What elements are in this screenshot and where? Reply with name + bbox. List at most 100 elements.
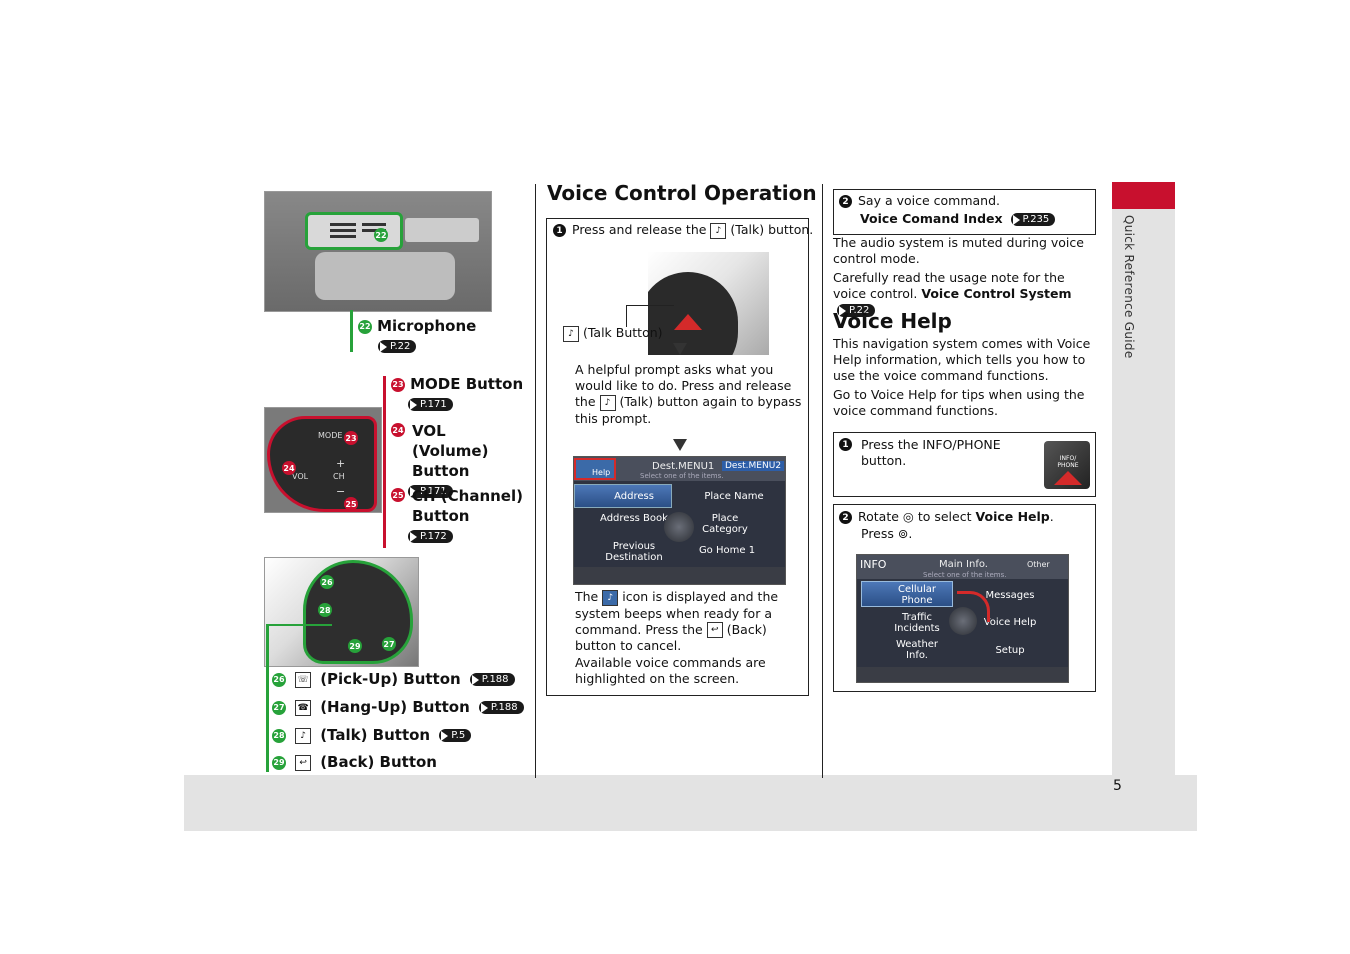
muted-text: The audio system is muted during voice c…: [833, 235, 1084, 266]
address-book-label: Address Book: [600, 513, 668, 524]
page-ref-link[interactable]: P.5: [439, 729, 472, 742]
mode-label: MODE: [318, 431, 343, 440]
callout-badge: 24: [282, 461, 296, 475]
place-category-label: Place Category: [702, 513, 748, 535]
callout-badge: 22: [374, 228, 388, 242]
screen-subtitle: Select one of the items.: [923, 571, 1007, 579]
item-label: Microphone: [377, 317, 477, 335]
screen-header: [857, 555, 1068, 579]
talk-callout: ♪ (Talk Button): [563, 325, 663, 342]
mic-grille: [362, 223, 386, 226]
callout-line: [626, 305, 674, 306]
item-back: 29 ↩ (Back) Button: [272, 752, 437, 772]
tab-main-info: Main Info.: [939, 559, 988, 570]
steering-left-photo: MODE VOL CH + − 23 24 25: [264, 407, 382, 513]
vol-label: VOL: [292, 472, 309, 481]
page-ref-link[interactable]: P.171: [408, 398, 453, 411]
callout-line: [626, 305, 627, 327]
mic-grille: [330, 229, 356, 232]
footer-band: [184, 775, 1197, 831]
item-microphone: 22 Microphone P.22: [358, 316, 476, 355]
callout-badge: 25: [344, 497, 358, 511]
item-talk: 28 ♪ (Talk) Button P.5: [272, 725, 472, 745]
column-divider: [822, 184, 823, 778]
page-ref-link[interactable]: P.22: [378, 340, 417, 353]
callout-badge: 29: [272, 755, 286, 770]
microphone-photo: 22: [264, 191, 492, 312]
address-button: [574, 484, 672, 508]
callout-badge: 27: [382, 637, 396, 651]
hangup-icon: ☎: [295, 699, 312, 716]
item-label: (Talk) Button: [320, 726, 431, 744]
talk-button-photo: [648, 252, 769, 355]
down-arrow-icon: [673, 439, 687, 451]
controls-highlight: 26 27 28 29: [303, 560, 413, 664]
item-label: MODE Button: [410, 375, 524, 393]
voice-help-text: This navigation system comes with Voice …: [833, 336, 1091, 383]
setup-label: Setup: [995, 645, 1025, 656]
tab-dest-menu-2: Dest.MENU2: [722, 461, 785, 471]
voice-help-tip: Go to Voice Help for tips when using the…: [833, 387, 1085, 418]
info-phone-button-photo: INFO/ PHONE: [1044, 441, 1090, 489]
column-divider: [535, 184, 536, 778]
talk-icon: ♪: [710, 222, 727, 239]
push-knob-icon: ⊚: [897, 526, 909, 541]
prompt-text: A helpful prompt asks what you would lik…: [575, 362, 802, 426]
pickup-icon: ☏: [295, 671, 312, 688]
screen-footer: [857, 667, 1068, 682]
cellular-phone-label: Cellular Phone: [897, 584, 937, 606]
callout-line: [266, 624, 269, 772]
voice-help-icon: ♪: [602, 589, 619, 606]
item-label: (Hang-Up) Button: [320, 698, 470, 716]
weather-info-label: Weather Info.: [895, 639, 939, 661]
page-ref-link[interactable]: P.172: [408, 530, 453, 543]
callout-badge: 28: [272, 728, 286, 743]
callout-badge: 28: [318, 603, 332, 617]
step-number: 2: [839, 511, 852, 524]
interface-dial: [664, 512, 694, 542]
info-step-1-text: 1 Press the INFO/PHONE button.: [839, 437, 1009, 469]
page-ref-link[interactable]: P.22: [837, 304, 876, 317]
item-pickup: 26 ☏ (Pick-Up) Button P.188: [272, 669, 515, 689]
callout-badge: 27: [272, 700, 286, 715]
info-phone-label: INFO/ PHONE: [1057, 455, 1079, 469]
rotate-knob-icon: ◎: [902, 509, 914, 524]
back-icon: ↩: [706, 622, 723, 638]
step-number: 1: [553, 224, 566, 237]
dest-menu-screen: Help Dest.MENU1 Dest.MENU2 Select one of…: [573, 456, 786, 585]
item-vol: 24 VOL (Volume) Button P.171: [391, 421, 531, 500]
down-arrow-icon: [673, 343, 687, 355]
item-label: CH (Channel) Button: [412, 487, 523, 525]
press-text: Press ⊚.: [861, 526, 913, 541]
page-ref-link[interactable]: P.171: [408, 485, 453, 498]
talk-icon: ♪: [563, 325, 579, 342]
side-strip: [1112, 182, 1175, 776]
item-label: (Pick-Up) Button: [320, 670, 461, 688]
callout-badge: 26: [272, 672, 286, 687]
console-buttons: [405, 218, 479, 242]
page-ref-link[interactable]: P.235: [1010, 213, 1056, 226]
step-number: 1: [839, 438, 852, 451]
voice-help-title: Voice Help: [833, 309, 952, 333]
plus-icon: +: [336, 457, 346, 470]
mic-grille: [330, 235, 356, 238]
callout-badge: 23: [344, 431, 358, 445]
page-ref-link[interactable]: P.188: [469, 673, 515, 686]
screen-subtitle: Select one of the items.: [640, 472, 724, 480]
page-ref-link[interactable]: P.188: [478, 701, 524, 714]
info-step-1-box: 1 Press the INFO/PHONE button. INFO/ PHO…: [833, 432, 1096, 497]
callout-line: [266, 624, 332, 626]
messages-label: Messages: [985, 590, 1035, 601]
item-label: (Back) Button: [320, 753, 437, 771]
item-ch: 25 CH (Channel) Button P.172: [391, 486, 531, 545]
item-label: VOL (Volume) Button: [412, 422, 489, 480]
minus-icon: −: [336, 485, 346, 498]
item-hangup: 27 ☎ (Hang-Up) Button P.188: [272, 697, 524, 717]
mic-grille: [330, 223, 356, 226]
